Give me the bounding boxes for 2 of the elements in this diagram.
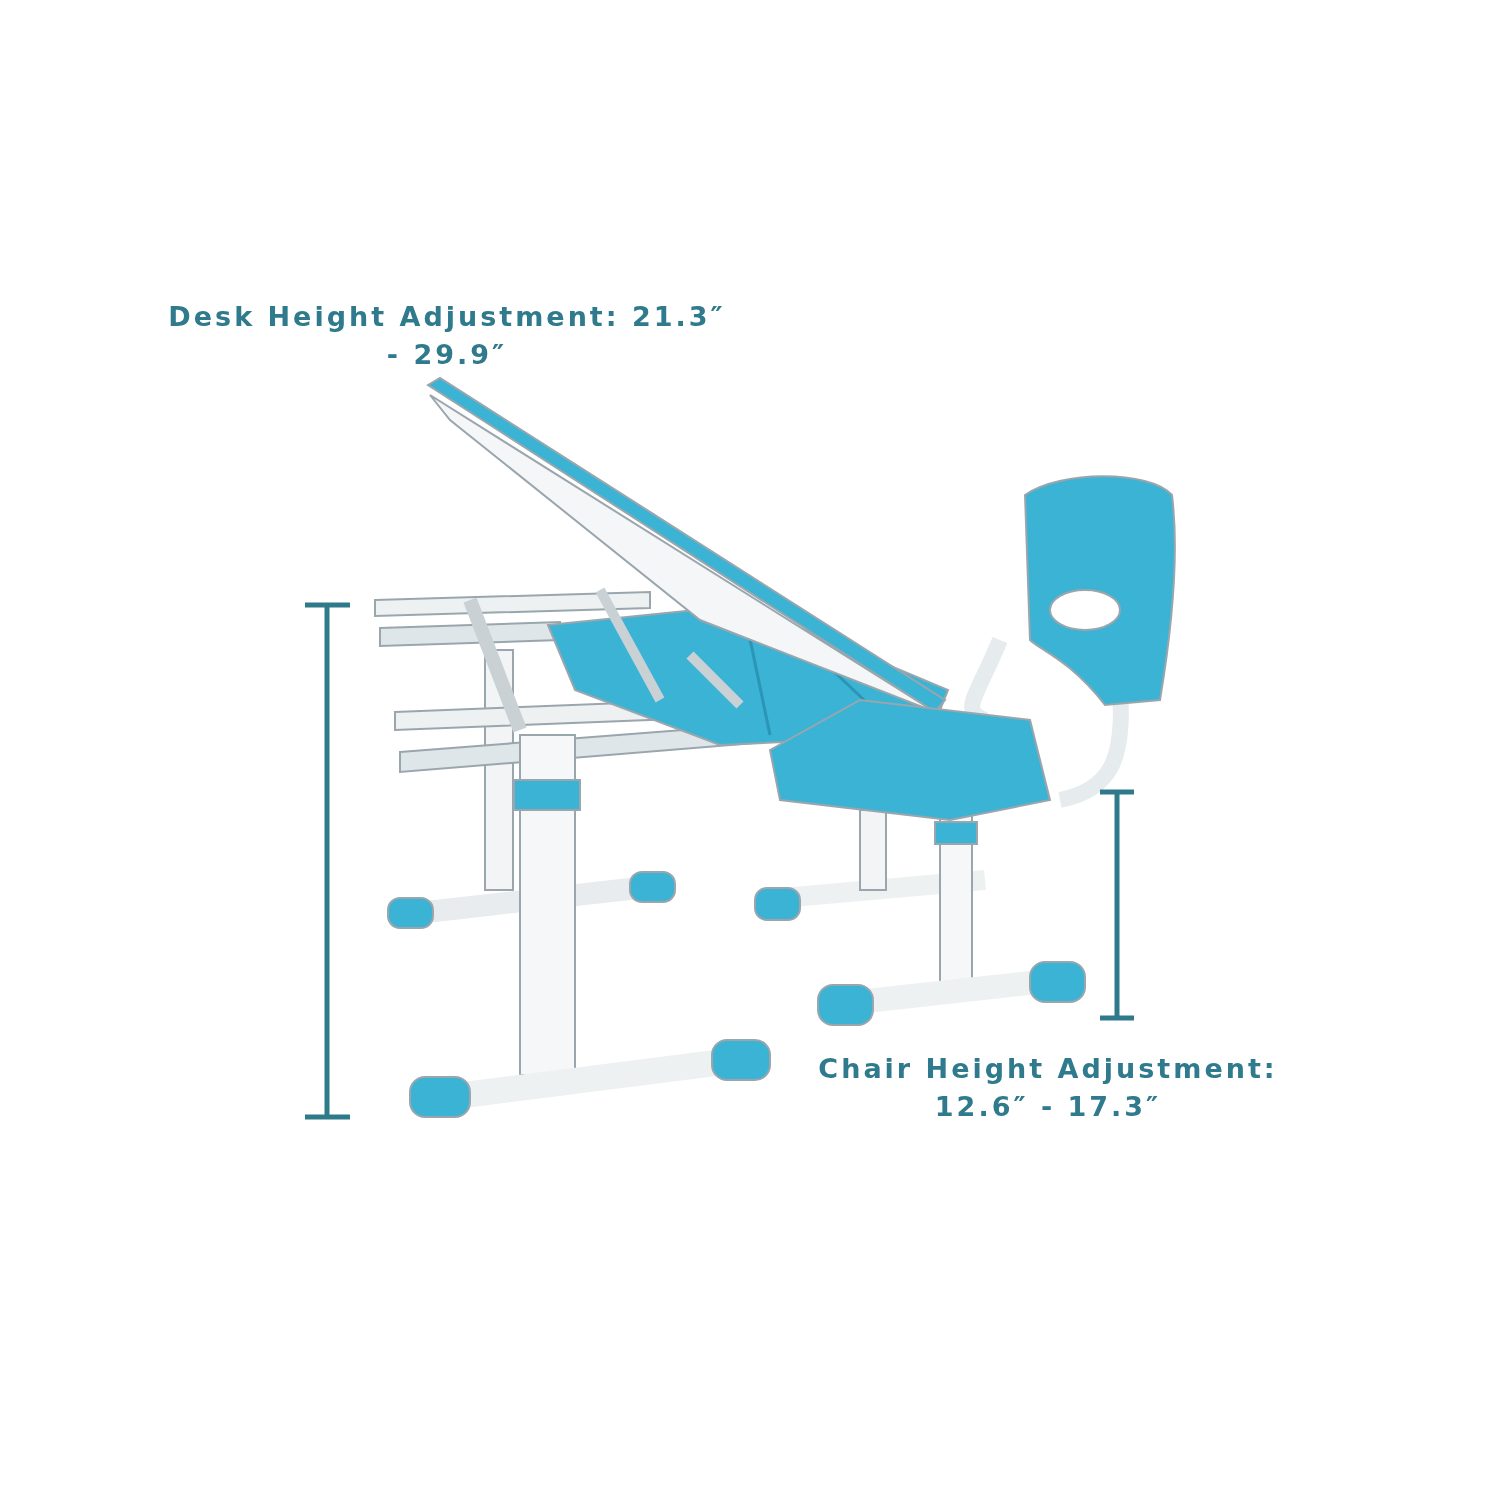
dimension-label: Desk Height Adjustment: 21.3″ - 29.9″ (167, 300, 727, 372)
dimension-label: Chair Height Adjustment: 12.6″ - 17.3″ (817, 1052, 1279, 1124)
